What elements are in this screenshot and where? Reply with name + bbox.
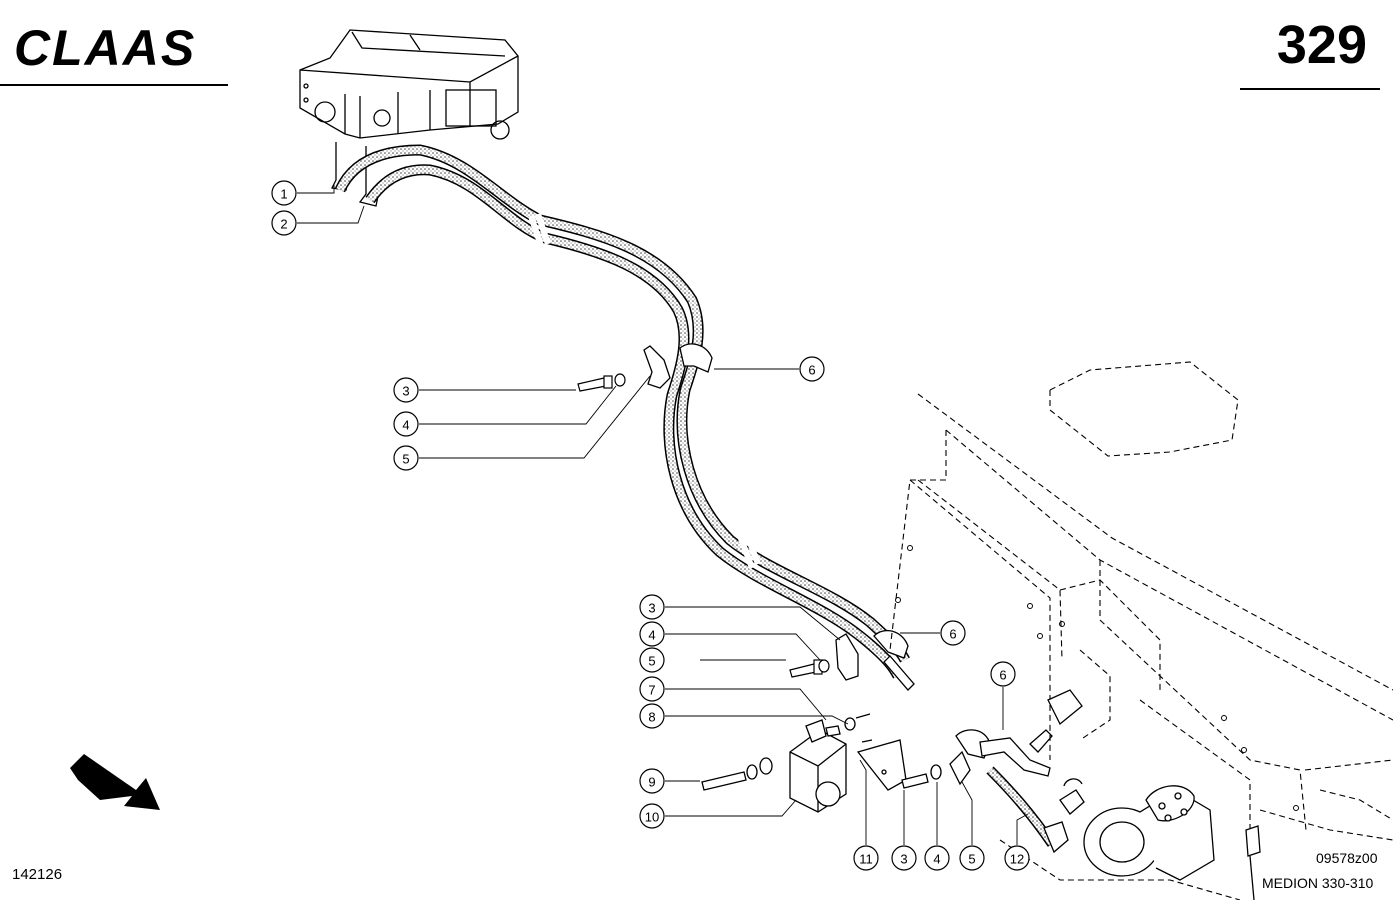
callout-number: 7 [648,683,655,698]
callout-4: 4 [639,621,665,647]
mounting-bracket [856,739,907,791]
callout-circle [639,647,665,673]
drawing-reference: 09578z00 [1316,850,1378,866]
callout-number: 4 [402,418,409,433]
hose-clamp-lower [835,629,915,691]
callout-circle [1004,845,1030,871]
bolt-washer-upper [577,373,626,392]
callout-10: 10 [639,803,665,829]
claas-logo: CLAAS [14,22,196,70]
callout-2: 2 [271,210,297,236]
callout-circle [940,620,966,646]
callout-circle [853,845,879,871]
callout-circle [639,803,665,829]
callout-circle [990,661,1016,687]
callout-circle [271,210,297,236]
hose-clamp-upper [643,343,713,389]
callout-number: 4 [648,628,655,643]
callout-circle [639,621,665,647]
callout-8: 8 [639,703,665,729]
callout-number: 1 [280,187,287,202]
callout-number: 8 [648,710,655,725]
check-valve-assembly [701,713,873,813]
model-designation: MEDION 330-310 [1262,875,1374,891]
callout-3: 3 [639,594,665,620]
brand-logo-text: CLAAS [14,22,196,70]
callout-circle [393,445,419,471]
callout-number: 6 [949,627,956,642]
callout-number: 3 [648,601,655,616]
callout-1: 1 [271,180,297,206]
callout-number: 5 [968,852,975,867]
figure-id: 142126 [12,866,63,883]
callout-circle [393,411,419,437]
callout-number: 11 [859,852,873,867]
callout-circle [924,845,950,871]
callout-circle [639,594,665,620]
callout-3: 3 [891,845,917,871]
bolt-washer-lower [789,659,830,678]
hydraulic-hoses [334,144,910,679]
callout-number: 2 [280,217,287,232]
callout-circle [891,845,917,871]
direction-arrow [70,754,160,810]
machine-frame-outline [889,361,1393,900]
header-left-rule [0,84,228,86]
callout-number: 6 [999,668,1006,683]
header-right-rule [1240,88,1380,90]
callout-number: 5 [402,452,409,467]
callout-11: 11 [853,845,879,871]
callout-4: 4 [393,411,419,437]
callout-5: 5 [639,647,665,673]
page-number: 329 [1276,15,1367,75]
callout-4: 4 [924,845,950,871]
callout-6: 6 [940,620,966,646]
callout-number: 10 [645,810,659,825]
callout-9: 9 [639,768,665,794]
callout-circle [639,676,665,702]
callout-number: 6 [808,363,815,378]
callout-7: 7 [639,676,665,702]
callout-3: 3 [393,377,419,403]
callout-6: 6 [799,356,825,382]
callout-5: 5 [393,445,419,471]
callout-6: 6 [990,661,1016,687]
callout-number: 3 [402,384,409,399]
callout-number: 9 [648,775,655,790]
callout-circle [393,377,419,403]
frame-bolt-holes [895,545,1299,811]
callout-circle [639,768,665,794]
callout-number: 5 [648,654,655,669]
callout-leaders [297,184,1029,845]
callout-circle [799,356,825,382]
hydraulic-motor [1047,689,1261,900]
callout-circle [959,845,985,871]
callout-circle [271,180,297,206]
frame-fittings [901,729,1069,854]
callout-number: 12 [1010,852,1024,867]
callout-circle [639,703,665,729]
callout-12: 12 [1004,845,1030,871]
callout-number: 3 [900,852,907,867]
callout-number: 4 [933,852,940,867]
control-valve-block [299,29,519,140]
callout-5: 5 [959,845,985,871]
